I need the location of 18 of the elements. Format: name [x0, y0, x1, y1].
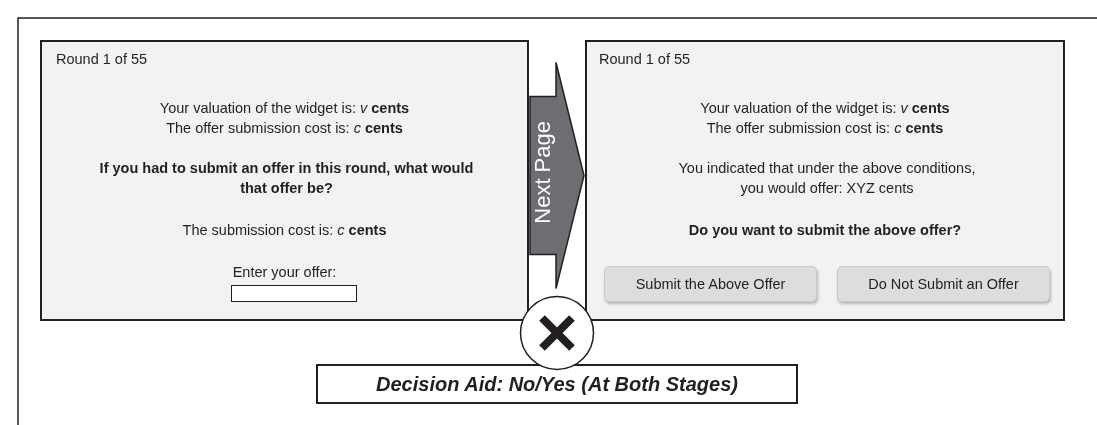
- prompt-text: Enter your offer:: [232, 263, 337, 282]
- question-text: Do you want to submit the above offer?: [688, 221, 962, 240]
- submit-button: Submit the Above Offer: [604, 266, 817, 302]
- valuation-text: Your valuation of the widget is: v cents: [159, 99, 410, 118]
- screen-panel: [40, 40, 529, 321]
- cost-text: The submission cost is: c cents: [182, 221, 387, 240]
- round-counter: Round 1 of 55: [599, 50, 692, 69]
- edge-label: Next Page: [531, 120, 555, 224]
- round-counter: Round 1 of 55: [56, 50, 149, 69]
- cost-text: The offer submission cost is: c cents: [706, 119, 944, 138]
- arrow: [529, 61, 585, 290]
- decline-button: Do Not Submit an Offer: [837, 266, 1050, 302]
- question-text: If you had to submit an offer in this round, what would that offer be?: [98, 159, 475, 198]
- offer-text: You indicated that under the above conditions, you would offer: XYZ cents: [677, 159, 977, 198]
- screen-panel: [585, 40, 1065, 321]
- cost-text: The offer submission cost is: c cents: [166, 119, 403, 138]
- valuation-text: Your valuation of the widget is: v cents: [700, 99, 950, 118]
- condition-label: Decision Aid: No/Yes (At Both Stages): [316, 364, 798, 404]
